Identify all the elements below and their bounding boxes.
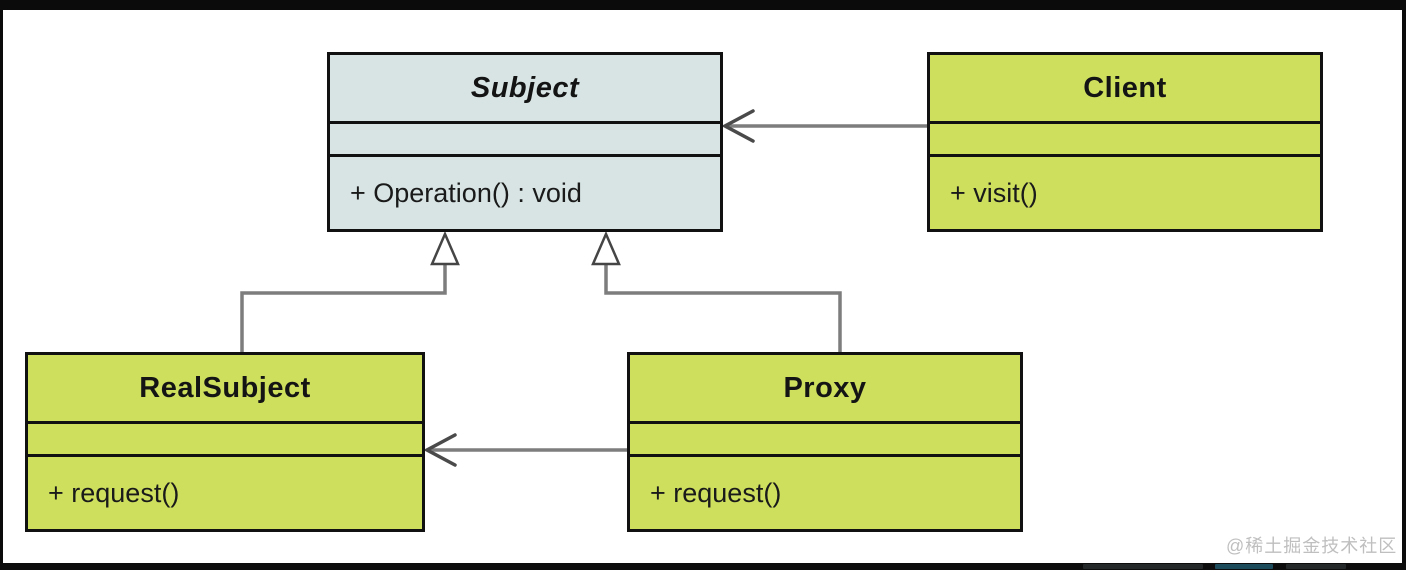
top-frame-bar: [0, 0, 1406, 10]
right-frame-border: [1402, 0, 1406, 570]
bottom-frame-bar: [0, 563, 1406, 570]
generalization-proxy-to-subject: [591, 230, 842, 352]
class-title-proxy: Proxy: [630, 355, 1020, 424]
cropped-text-artifact: [1083, 564, 1203, 569]
hollow-triangle-arrowhead: [591, 230, 621, 266]
cropped-text-artifact: [1215, 564, 1273, 569]
hollow-triangle-arrowhead: [430, 230, 460, 266]
class-title-subject: Subject: [330, 55, 720, 124]
class-method-proxy: + request(): [650, 477, 782, 508]
class-attributes-proxy: [630, 424, 1020, 457]
class-attributes-realsubject: [28, 424, 422, 457]
class-attributes-subject: [330, 124, 720, 157]
class-box-client: Client + visit(): [927, 52, 1323, 232]
cropped-text-artifact: [1286, 564, 1346, 569]
association-client-to-subject: [721, 109, 927, 143]
class-box-proxy: Proxy + request(): [627, 352, 1023, 532]
class-box-subject: Subject + Operation() : void: [327, 52, 723, 232]
class-method-subject: + Operation() : void: [350, 177, 582, 208]
class-method-client: + visit(): [950, 177, 1038, 208]
class-box-realsubject: RealSubject + request(): [25, 352, 425, 532]
class-title-realsubject: RealSubject: [28, 355, 422, 424]
class-method-realsubject: + request(): [48, 477, 180, 508]
generalization-realsubject-to-subject: [240, 230, 460, 352]
left-frame-border: [0, 0, 3, 570]
watermark-text: @稀土掘金技术社区: [1226, 536, 1398, 556]
class-attributes-client: [930, 124, 1320, 157]
class-title-client: Client: [930, 55, 1320, 124]
association-proxy-to-realsubject: [423, 433, 627, 467]
